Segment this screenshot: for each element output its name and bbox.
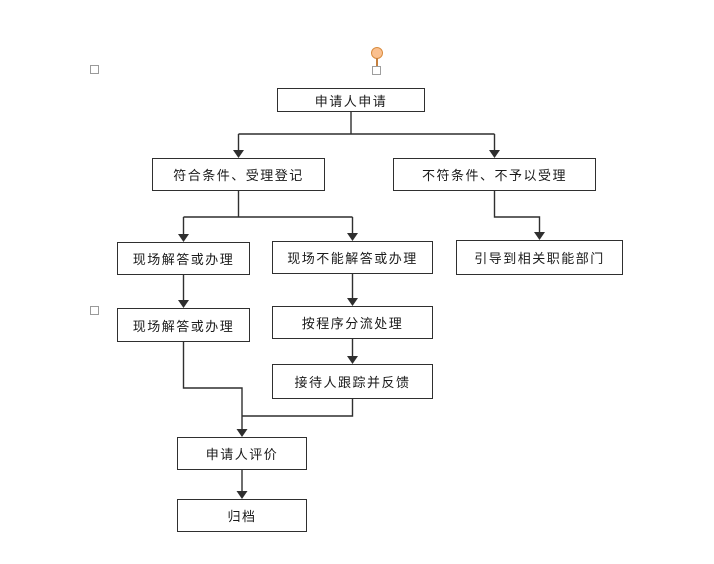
flow-node-onsite-answer-1[interactable]: 现场解答或办理 — [117, 242, 250, 275]
flow-node-label: 接待人跟踪并反馈 — [294, 376, 411, 391]
flow-node-onsite-answer-2[interactable]: 现场解答或办理 — [117, 308, 250, 342]
arrowhead-icon — [236, 491, 248, 499]
arrowhead-icon — [178, 300, 189, 308]
anchor-marker-icon — [90, 65, 99, 74]
anchor-marker-icon — [90, 306, 99, 315]
flow-node-label: 申请人申请 — [314, 94, 388, 110]
flow-node-evaluate[interactable]: 申请人评价 — [177, 437, 307, 470]
flow-node-apply[interactable]: 申请人申请 — [277, 88, 425, 112]
flow-node-label: 现场解答或办理 — [132, 253, 235, 268]
flow-node-label: 符合条件、受理登记 — [173, 169, 304, 184]
flow-node-label: 现场解答或办理 — [132, 319, 235, 335]
arrowhead-icon — [233, 150, 244, 158]
arrowhead-icon — [347, 356, 358, 364]
flow-node-label: 申请人评价 — [205, 448, 279, 463]
flow-node-reject[interactable]: 不符条件、不予以受理 — [393, 158, 596, 191]
flow-node-procedure[interactable]: 按程序分流处理 — [272, 306, 433, 339]
flow-node-label: 按程序分流处理 — [301, 317, 404, 332]
flow-node-label: 不符条件、不予以受理 — [421, 169, 567, 184]
rotation-handle-stem — [376, 58, 378, 66]
arrowhead-icon — [347, 233, 358, 241]
arrowhead-icon — [534, 232, 545, 240]
arrowhead-icon — [236, 429, 248, 437]
arrowhead-icon — [178, 234, 189, 242]
edge-reject-to-guide — [493, 191, 541, 233]
flow-node-cannot-answer[interactable]: 现场不能解答或办理 — [272, 241, 433, 274]
edge-apply-branch — [237, 111, 496, 151]
flow-node-archive[interactable]: 归档 — [177, 499, 307, 532]
edge-accept-branch — [182, 191, 354, 235]
flow-node-guide[interactable]: 引导到相关职能部门 — [456, 240, 623, 275]
selection-handle[interactable] — [372, 66, 381, 75]
arrowhead-icon — [347, 298, 358, 306]
flow-node-label: 引导到相关职能部门 — [474, 252, 605, 267]
arrowhead-icon — [489, 150, 500, 158]
flow-node-accept[interactable]: 符合条件、受理登记 — [152, 158, 325, 191]
flow-node-label: 现场不能解答或办理 — [287, 252, 418, 267]
flow-node-track-feedback[interactable]: 接待人跟踪并反馈 — [272, 364, 433, 399]
flow-node-label: 归档 — [227, 510, 257, 525]
